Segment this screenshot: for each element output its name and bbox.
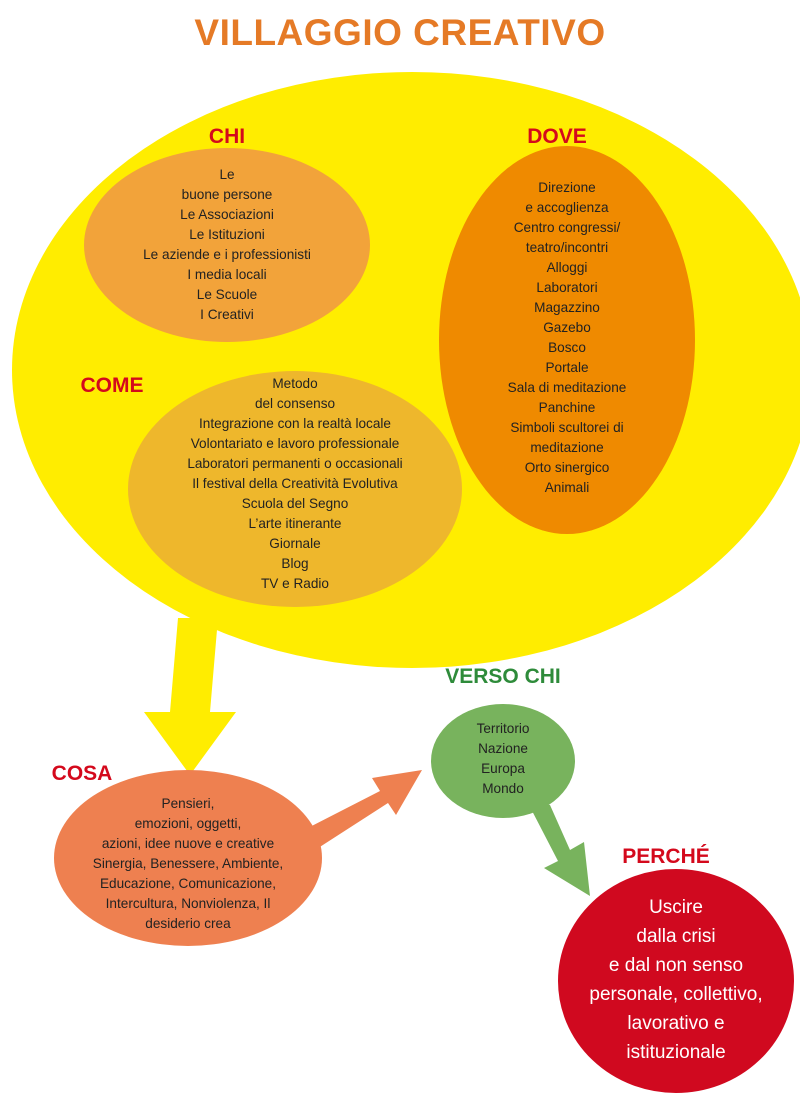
chi-ellipse: [84, 148, 370, 342]
perche-list: Uscire dalla crisi e dal non senso perso…: [566, 893, 786, 1067]
list-item: Intercultura, Nonviolenza, Il: [105, 896, 271, 911]
list-item: Gazebo: [543, 320, 591, 335]
list-item: Portale: [545, 360, 589, 375]
list-item: Giornale: [269, 536, 321, 551]
chi-heading: CHI: [208, 125, 246, 148]
list-item: Mondo: [482, 781, 524, 796]
list-item: Le Istituzioni: [189, 227, 265, 242]
list-item: Integrazione con la realtà locale: [199, 416, 391, 431]
list-item: meditazione: [530, 440, 604, 455]
list-item: del consenso: [254, 396, 336, 411]
list-item: Simboli scultorei di: [510, 420, 624, 435]
list-item: azioni, idee nuove e creative: [101, 836, 275, 851]
cosa-heading: COSA: [51, 762, 113, 785]
come-ellipse: [128, 371, 462, 607]
list-item: emozioni, oggetti,: [134, 816, 242, 831]
verso-chi-list: Territorio Nazione Europa Mondo: [443, 719, 563, 799]
list-item: I media locali: [187, 267, 267, 282]
dove-list: Direzione e accoglienza Centro congressi…: [457, 178, 677, 498]
list-item: Scuola del Segno: [241, 496, 349, 511]
list-item: Bosco: [548, 340, 586, 355]
list-item: Magazzino: [534, 300, 600, 315]
list-item: Laboratori permanenti o occasionali: [187, 456, 403, 471]
list-item: Territorio: [476, 721, 530, 736]
chi-list: Le buone persone Le Associazioni Le Isti…: [97, 165, 357, 325]
verso-to-perche-arrow: [529, 805, 590, 896]
page-title: VILLAGGIO CREATIVO: [194, 12, 606, 53]
list-item: lavorativo e: [627, 1013, 725, 1034]
list-item: Laboratori: [536, 280, 598, 295]
list-item: TV e Radio: [260, 576, 329, 591]
list-item: Educazione, Comunicazione,: [99, 876, 277, 891]
list-item: buone persone: [181, 187, 273, 202]
list-item: Sala di meditazione: [507, 380, 627, 395]
list-item: personale, collettivo,: [589, 984, 763, 1005]
list-item: Le Scuole: [196, 287, 258, 302]
list-item: I Creativi: [200, 307, 254, 322]
perche-circle: [556, 867, 796, 1095]
list-item: Panchine: [538, 400, 596, 415]
come-list: Metodo del consenso Integrazione con la …: [145, 374, 445, 594]
cosa-list: Pensieri, emozioni, oggetti, azioni, ide…: [58, 794, 318, 934]
list-item: Le Associazioni: [180, 207, 274, 222]
list-item: Uscire: [649, 897, 703, 918]
list-item: Orto sinergico: [524, 460, 610, 475]
come-heading: COME: [80, 374, 144, 397]
list-item: L’arte itinerante: [248, 516, 342, 531]
dove-ellipse: [439, 146, 695, 534]
list-item: Direzione: [538, 180, 596, 195]
bubble-pointer-arrow: [144, 618, 236, 775]
list-item: Pensieri,: [161, 796, 215, 811]
list-item: Sinergia, Benessere, Ambiente,: [92, 856, 284, 871]
list-item: Volontariato e lavoro professionale: [190, 436, 400, 451]
list-item: dalla crisi: [636, 926, 716, 947]
list-item: Metodo: [272, 376, 318, 391]
list-item: istituzionale: [626, 1042, 726, 1063]
list-item: Il festival della Creatività Evolutiva: [192, 476, 398, 491]
list-item: teatro/incontri: [525, 240, 609, 255]
list-item: Alloggi: [546, 260, 588, 275]
verso-chi-heading: VERSO CHI: [445, 665, 561, 688]
list-item: Centro congressi/: [513, 220, 621, 235]
verso-chi-ellipse: [431, 704, 575, 818]
cosa-to-verso-arrow: [300, 770, 422, 852]
list-item: Le aziende e i professionisti: [143, 247, 311, 262]
list-item: e accoglienza: [525, 200, 609, 215]
list-item: desiderio crea: [145, 916, 231, 931]
list-item: Blog: [281, 556, 309, 571]
list-item: e dal non senso: [608, 955, 744, 976]
cosa-ellipse: [54, 770, 322, 946]
dove-heading: DOVE: [527, 125, 587, 148]
perche-heading: PERCHÉ: [622, 845, 710, 868]
list-item: Animali: [544, 480, 590, 495]
list-item: Le: [219, 167, 235, 182]
list-item: Europa: [481, 761, 525, 776]
list-item: Nazione: [478, 741, 528, 756]
